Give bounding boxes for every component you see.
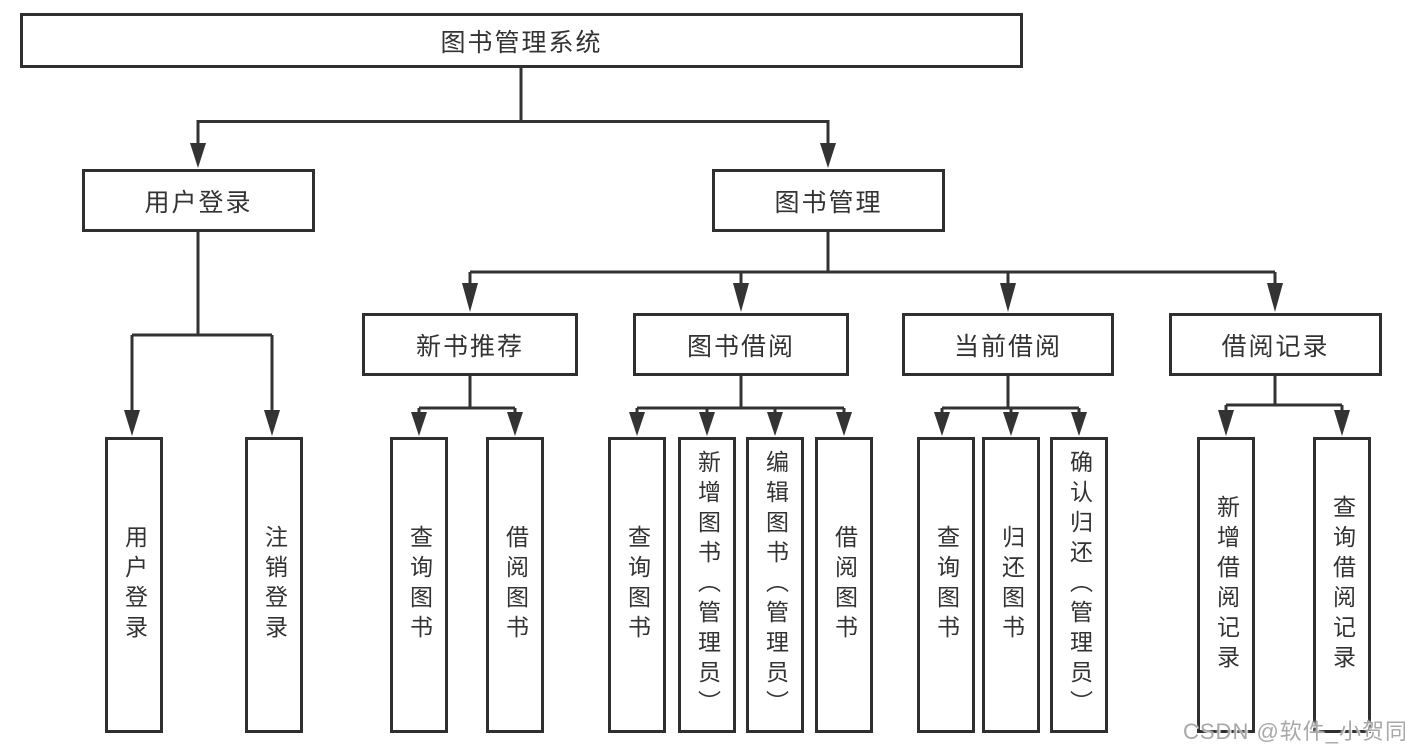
node-user-login: 用户登录: [82, 169, 315, 232]
leaf-query-book-2-label: 查询图书: [624, 525, 651, 645]
leaf-return-book-label: 归还图书: [998, 525, 1025, 645]
leaf-borrow-book-1: 借阅图书: [486, 437, 544, 733]
leaf-add-book-admin: 新增图书（管理员）: [678, 437, 736, 733]
connector-currentborrow-to-leaves: [934, 376, 1087, 436]
leaf-query-borrow-record-label: 查询借阅记录: [1329, 495, 1356, 675]
leaf-logout: 注销登录: [245, 437, 303, 733]
node-new-book-recommendation: 新书推荐: [362, 313, 578, 376]
node-current-borrowing: 当前借阅: [902, 313, 1114, 376]
leaf-confirm-return-admin: 确认归还（管理员）: [1050, 437, 1108, 733]
connector-userlogin-to-leaves: [124, 232, 280, 436]
leaf-query-book-3: 查询图书: [917, 437, 975, 733]
leaf-query-book-2: 查询图书: [608, 437, 666, 733]
leaf-borrow-book-2: 借阅图书: [815, 437, 873, 733]
leaf-query-book-1: 查询图书: [390, 437, 448, 733]
leaf-add-borrow-record-label: 新增借阅记录: [1213, 495, 1240, 675]
leaf-query-book-3-label: 查询图书: [933, 525, 960, 645]
leaf-user-login-label: 用户登录: [121, 525, 148, 645]
leaf-edit-book-admin-label: 编辑图书（管理员）: [762, 450, 789, 720]
leaf-query-borrow-record: 查询借阅记录: [1313, 437, 1371, 733]
watermark: CSDN @软件_小贺同学: [1183, 719, 1405, 744]
node-book-borrowing: 图书借阅: [633, 313, 849, 376]
leaf-borrow-book-1-label: 借阅图书: [502, 525, 529, 645]
node-book-management: 图书管理: [712, 169, 945, 232]
connector-root-to-level2: [190, 68, 836, 168]
leaf-logout-label: 注销登录: [261, 525, 288, 645]
node-root-system: 图书管理系统: [20, 13, 1023, 68]
leaf-borrow-book-2-label: 借阅图书: [831, 525, 858, 645]
leaf-edit-book-admin: 编辑图书（管理员）: [746, 437, 804, 733]
leaf-return-book: 归还图书: [982, 437, 1040, 733]
leaf-add-book-admin-label: 新增图书（管理员）: [694, 450, 721, 720]
connector-bookborrow-to-leaves: [629, 376, 852, 436]
leaf-user-login: 用户登录: [105, 437, 163, 733]
connector-bookmgmt-to-level3: [462, 232, 1283, 312]
leaf-add-borrow-record: 新增借阅记录: [1197, 437, 1255, 733]
connector-borrowrecords-to-leaves: [1218, 376, 1350, 436]
leaf-query-book-1-label: 查询图书: [406, 525, 433, 645]
connector-newbookrec-to-leaves: [411, 376, 523, 436]
leaf-confirm-return-admin-label: 确认归还（管理员）: [1066, 450, 1093, 720]
node-borrowing-records: 借阅记录: [1169, 313, 1382, 376]
